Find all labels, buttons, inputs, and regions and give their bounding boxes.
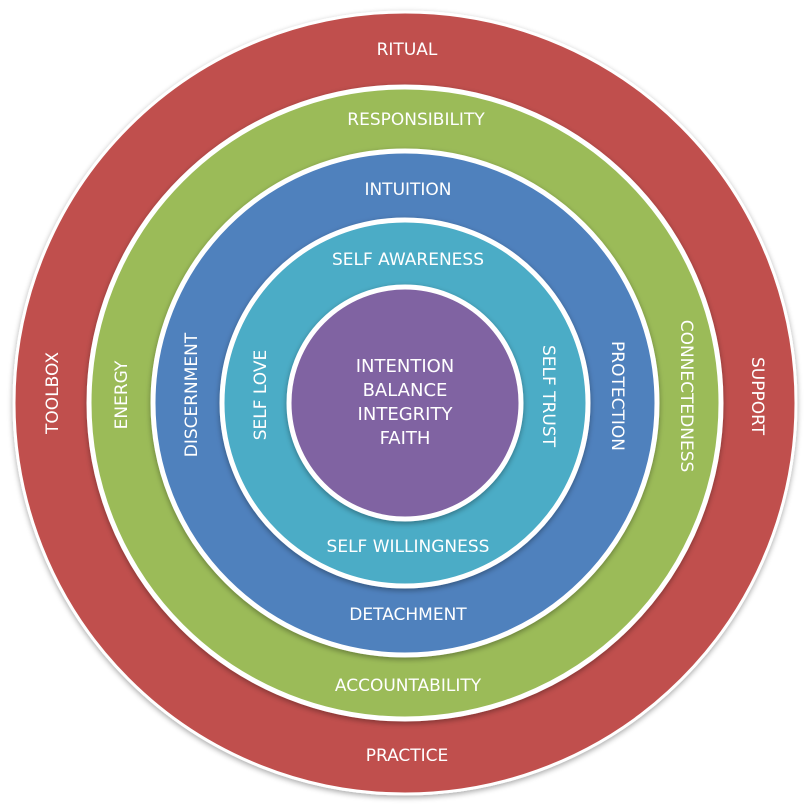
ring-third-right-label: PROTECTION xyxy=(607,341,627,451)
core-label-4: FAITH xyxy=(380,428,431,449)
ring-third-top-label: INTUITION xyxy=(364,180,451,200)
ring-second-top-label: RESPONSIBILITY xyxy=(347,110,485,130)
core-circle xyxy=(286,284,524,522)
core-label-3: INTEGRITY xyxy=(358,404,454,425)
ring-fourth-top-label: SELF AWARENESS xyxy=(332,250,484,270)
ring-second-left-label: ENERGY xyxy=(112,360,132,429)
ring-outer-top-label: RITUAL xyxy=(377,40,438,60)
core-label-2: BALANCE xyxy=(363,380,448,401)
ring-second-right-label: CONNECTEDNESS xyxy=(676,320,696,473)
ring-second-bottom-label: ACCOUNTABILITY xyxy=(335,676,482,696)
ring-fourth-bottom-label: SELF WILLINGNESS xyxy=(327,537,490,557)
ring-fourth-right-label: SELF TRUST xyxy=(538,345,558,448)
ring-third-left-label: DISCERNMENT xyxy=(182,332,202,457)
ring-outer-left-label: TOOLBOX xyxy=(43,352,63,435)
ring-third-bottom-label: DETACHMENT xyxy=(349,605,467,625)
ring-fourth-left-label: SELF LOVE xyxy=(251,350,271,441)
core-label-1: INTENTION xyxy=(356,356,455,377)
ring-outer-bottom-label: PRACTICE xyxy=(366,746,449,766)
ring-outer-right-label: SUPPORT xyxy=(747,357,767,436)
